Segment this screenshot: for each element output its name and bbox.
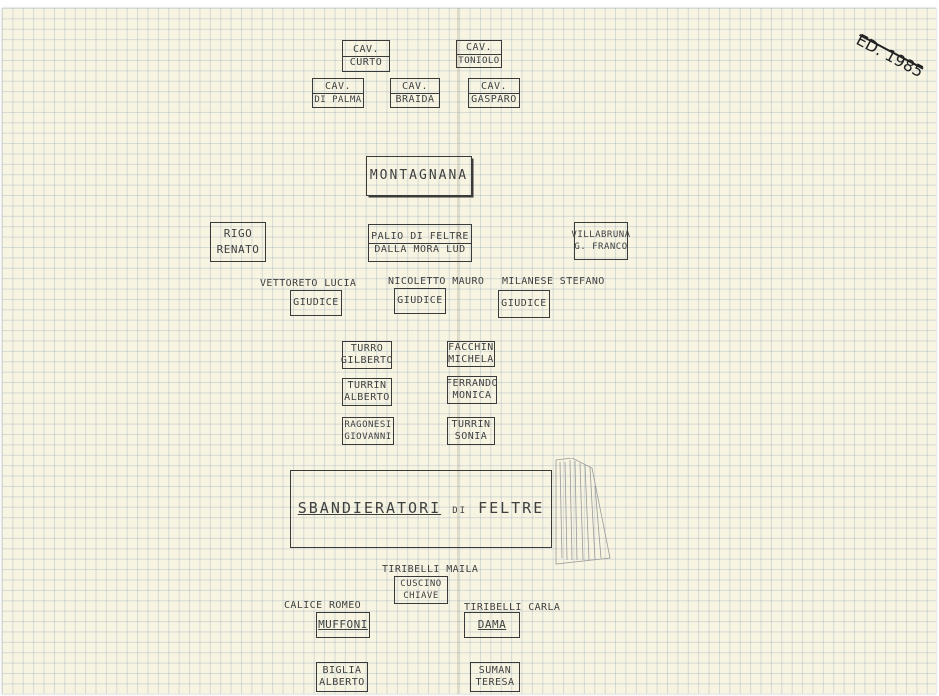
cav-name: DI PALMA [314, 94, 362, 105]
cav-label: CAV. [401, 80, 429, 92]
sbandieratori-di: DI [452, 505, 468, 516]
pair-box-turrin-alberto: TURRIN ALBERTO [342, 378, 392, 406]
sbandieratori-feltre: FELTRE [478, 498, 545, 517]
montagnana-box: MONTAGNANA [366, 156, 472, 196]
montagnana-label: MONTAGNANA [369, 168, 469, 183]
palio-name: DALLA MORA LUD [374, 243, 466, 255]
giudice-role: GIUDICE [501, 298, 547, 309]
pair-first: TURRIN [347, 380, 387, 391]
giudice-name-1: VETTORETO LUCIA [260, 278, 357, 289]
bottom-last: TERESA [475, 677, 515, 688]
muffoni-label: MUFFONI [318, 618, 368, 631]
flag-sketch [555, 458, 611, 565]
cav-box-braida: CAV. BRAIDA [390, 78, 440, 108]
divider [313, 92, 363, 94]
dama-box: DAMA [464, 612, 520, 638]
fold-line [457, 8, 459, 694]
palio-title: PALIO DI FELTRE [371, 230, 469, 242]
bottom-box-biglia: BIGLIA ALBERTO [316, 662, 368, 692]
giudice-box-3: GIUDICE [498, 290, 550, 318]
cav-box-dipalma: CAV. DI PALMA [312, 78, 364, 108]
pair-box-ragonesi: RAGONESI GIOVANNI [342, 417, 394, 445]
palio-box: PALIO DI FELTRE DALLA MORA LUD [368, 224, 472, 262]
cav-box-gasparo: CAV. GASPARO [468, 78, 520, 108]
pair-last: SONIA [454, 431, 488, 442]
pair-box-turrin-sonia: TURRIN SONIA [447, 417, 495, 445]
pair-last: MONICA [452, 390, 492, 401]
divider [469, 92, 519, 94]
cav-box-curto: CAV. CURTO [342, 40, 390, 72]
pair-first: TURRO [350, 343, 384, 354]
sbandieratori-box: SBANDIERATORI DI FELTRE [290, 470, 552, 548]
rigo-box: RIGO RENATO [210, 222, 266, 262]
cav-name: BRAIDA [395, 93, 435, 105]
cav-name: TONIOLO [458, 55, 500, 66]
rigo-first: RIGO [223, 227, 253, 240]
villabruna-first: VILLABRUNA [571, 230, 631, 240]
giudice-name-2: NICOLETTO MAURO [388, 276, 485, 287]
pair-first: TURRIN [451, 419, 491, 430]
cav-label: CAV. [352, 43, 380, 55]
muffoni-box: MUFFONI [316, 612, 370, 638]
villabruna-last: G. FRANCO [574, 242, 628, 252]
pair-last: MICHELA [448, 354, 494, 365]
giudice-box-2: GIUDICE [394, 288, 446, 314]
pair-last: GIOVANNI [344, 432, 392, 442]
cav-box-toniolo: CAV. TONIOLO [456, 40, 502, 68]
cuscino-l1: CUSCINO [400, 579, 442, 589]
pair-last: GILBERTO [340, 355, 394, 366]
giudice-role: GIUDICE [293, 297, 339, 308]
pair-box-facchin: FACCHIN MICHELA [447, 341, 495, 367]
pair-first: RAGONESI [344, 420, 392, 430]
cuscino-box: CUSCINO CHIAVE [394, 576, 448, 604]
bottom-first: SUMAN [478, 665, 512, 676]
cav-label: CAV. [324, 80, 352, 92]
divider [369, 242, 471, 244]
dama-name: TIRIBELLI CARLA [464, 602, 561, 613]
rigo-last: RENATO [216, 243, 260, 256]
pair-box-ferrando: FERRANDO MONICA [445, 376, 499, 404]
villabruna-box: VILLABRUNA G. FRANCO [571, 222, 631, 260]
cav-name: GASPARO [471, 93, 517, 105]
pair-box-turro: TURRO GILBERTO [340, 341, 394, 369]
pair-first: FACCHIN [448, 342, 494, 353]
bottom-first: BIGLIA [322, 665, 362, 676]
divider [391, 92, 439, 94]
divider [343, 55, 389, 57]
bottom-box-suman: SUMAN TERESA [470, 662, 520, 692]
muffoni-name: CALICE ROMEO [284, 600, 362, 611]
paper-sheet: ED. 1985 CAV. CURTO CAV. TONIOLO CAV. DI… [2, 8, 936, 694]
dama-label: DAMA [477, 618, 507, 631]
cav-label: CAV. [465, 41, 493, 53]
giudice-box-1: GIUDICE [290, 290, 342, 316]
bottom-last: ALBERTO [319, 677, 365, 688]
divider [457, 53, 501, 55]
cav-name: CURTO [349, 56, 383, 68]
sbandieratori-word: SBANDIERATORI [297, 498, 442, 517]
pair-first: FERRANDO [445, 378, 499, 389]
giudice-role: GIUDICE [397, 295, 443, 306]
pair-last: ALBERTO [344, 392, 390, 403]
cuscino-name: TIRIBELLI MAILA [382, 564, 479, 575]
cav-label: CAV. [480, 80, 508, 92]
giudice-name-3: MILANESE STEFANO [502, 276, 605, 287]
cuscino-l2: CHIAVE [403, 591, 439, 601]
sbandieratori-label: SBANDIERATORI DI FELTRE [297, 498, 545, 517]
